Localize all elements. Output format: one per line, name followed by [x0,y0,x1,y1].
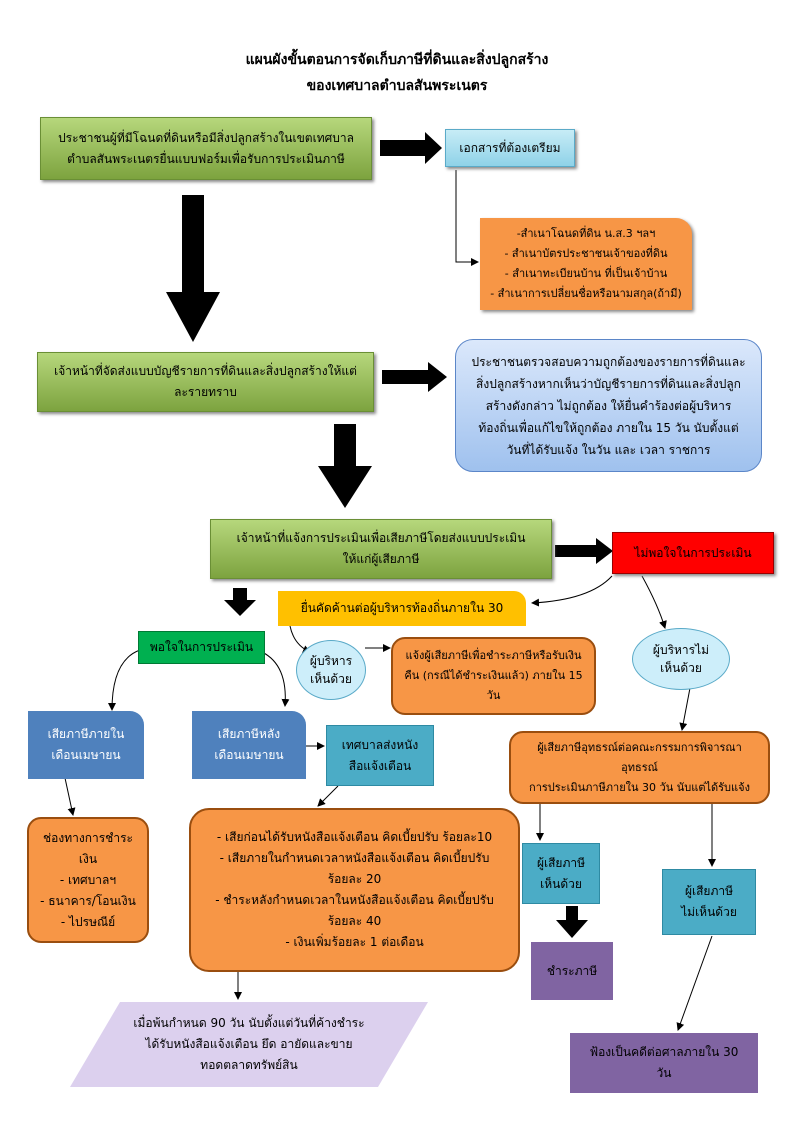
node-notify-refund: แจ้งผู้เสียภาษีเพื่อชำระภาษีหรือรับเงิน … [391,637,596,715]
citizen-check-line2: สิ่งปลูกสร้างหากเห็นว่าบัญชีรายการที่ดิน… [476,376,741,391]
node-documents-header: เอกสารที่ต้องเตรียม [445,129,575,167]
node-municipality-notice: เทศบาลส่งหนัง สือแจ้งเตือน [326,725,434,786]
sue-court-line1: ฟ้องเป็นคดีต่อศาลภายใน 30 [589,1045,739,1059]
payment-channel-bank: - ธนาคาร/โอนเงิน [40,893,136,908]
node-staff-send-list: เจ้าหน้าที่จัดส่งแบบบัญชีรายการที่ดินและ… [37,352,374,412]
exec-agree-line2: เห็นด้วย [310,672,352,686]
node-payment-channels: ช่องทางการชำระเงิน - เทศบาลฯ - ธนาคาร/โอ… [27,817,149,943]
taxpayer-appeal-line2: การประเมินภาษีภายใน 30 วัน นับแต่ได้รับแ… [529,780,750,794]
node-taxpayer-agree: ผู้เสียภาษี เห็นด้วย [522,843,600,904]
payment-channels-title: ช่องทางการชำระเงิน [43,830,133,866]
node-satisfied: พอใจในการประเมิน [138,631,265,664]
citizen-check-line5: วันที่ได้รับแจ้ง ในวัน และ เวลา ราชการ [506,442,711,457]
taxpayer-agree-line1: ผู้เสียภาษี [536,855,586,870]
penalty-line6: - เงินเพิ่มร้อยละ 1 ต่อเดือน [285,935,424,949]
node-pay-in-april: เสียภาษีภายใน เดือนเมษายน [28,711,144,779]
node-start-submit-line2: ตำบลสันพระเนตรยื่นแบบฟอร์มเพื่อรับการประ… [67,151,345,166]
node-documents-list: -สำเนาโฉนดที่ดิน น.ส.3 ฯลฯ - สำเนาบัตรปร… [480,218,692,310]
pay-in-april-line2: เดือนเมษายน [51,748,121,762]
penalty-line2: - เสียภายในกำหนดเวลาหนังสือแจ้งเตือน คิด… [219,851,490,865]
page-subtitle: ของเทศบาลตำบลสันพระเนตร [306,78,488,94]
penalty-line5: ร้อยละ 40 [327,914,382,928]
taxpayer-disagree-line2: ไม่เห็นด้วย [681,905,737,919]
penalty-line3: ร้อยละ 20 [327,872,382,886]
penalty-line4: - ชำระหลังกำหนดเวลาในหนังสือแจ้งเตือน คิ… [215,893,494,907]
node-citizen-check: ประชาชนตรวจสอบความถูกต้องของรายการที่ดิน… [455,339,762,472]
seizure-parallelogram-shape [70,1002,428,1087]
doc-item-3: - สำเนาทะเบียนบ้าน ที่เป็นเจ้าบ้าน [504,267,668,280]
block-arrow-right-1 [380,132,442,164]
block-arrow-right-3 [555,538,613,564]
payment-channel-post: - ไปรษณีย์ [60,914,116,929]
node-exec-disagree: ผู้บริหารไม่ เห็นด้วย [632,628,730,690]
node-staff-send-list-line2: ละรายทราบ [174,385,237,399]
seizure-line2: ได้รับหนังสือแจ้งเตือน ยึด อายัดและขาย [145,1037,353,1051]
seizure-text: เมื่อพ้นกำหนด 90 วัน นับตั้งแต่วันที่ค้า… [70,1002,428,1087]
block-arrow-down-3 [224,588,256,616]
node-staff-notify-line2: ให้แก่ผู้เสียภาษี [342,552,420,566]
doc-item-4: - สำเนาการเปลี่ยนชื่อหรือนามสกุล(ถ้ามี) [490,287,682,300]
doc-item-1: -สำเนาโฉนดที่ดิน น.ส.3 ฯลฯ [516,227,656,240]
sue-court-line2: วัน [656,1066,672,1080]
node-appeal-30: ยื่นคัดค้านต่อผู้บริหารท้องถิ่นภายใน 30 [278,591,526,626]
seizure-line3: ทอดตลาดทรัพย์สิน [200,1058,298,1072]
municipality-notice-line2: สือแจ้งเตือน [348,758,412,773]
node-start-submit-line1: ประชาชนผู้ที่มีโฉนดที่ดินหรือมีสิ่งปลูกส… [58,130,354,145]
node-penalties: - เสียก่อนได้รับหนังสือแจ้งเตือน คิดเบี้… [189,808,520,972]
node-staff-notify: เจ้าหน้าที่แจ้งการประเมินเพื่อเสียภาษีโด… [210,519,552,579]
node-staff-notify-line1: เจ้าหน้าที่แจ้งการประเมินเพื่อเสียภาษีโด… [236,531,526,545]
taxpayer-appeal-line1: ผู้เสียภาษีอุทธรณ์ต่อคณะกรรมการพิจารณาอุ… [537,740,742,774]
citizen-check-line4: ท้องถิ่นเพื่อแก้ไขให้ถูกต้อง ภายใน 15 วั… [478,420,739,435]
block-arrow-right-2 [382,362,447,392]
node-seizure: เมื่อพ้นกำหนด 90 วัน นับตั้งแต่วันที่ค้า… [70,1002,428,1087]
node-pay-after-april: เสียภาษีหลัง เดือนเมษายน [192,711,306,779]
notify-refund-line2: คืน (กรณีได้ชำระเงินแล้ว) ภายใน 15 วัน [404,669,583,702]
node-exec-agree: ผู้บริหาร เห็นด้วย [296,640,366,700]
taxpayer-disagree-line1: ผู้เสียภาษี [684,884,734,898]
seizure-line1: เมื่อพ้นกำหนด 90 วัน นับตั้งแต่วันที่ค้า… [133,1016,365,1030]
doc-item-2: - สำเนาบัตรประชาชนเจ้าของที่ดิน [504,247,668,260]
pay-after-april-line2: เดือนเมษายน [214,748,284,762]
block-arrow-down-1 [166,195,220,342]
exec-agree-line1: ผู้บริหาร [309,654,353,668]
page-title: แผนผังขั้นตอนการจัดเก็บภาษีที่ดินและสิ่ง… [245,52,549,68]
pay-after-april-line1: เสียภาษีหลัง [217,727,281,741]
block-arrow-down-4 [556,906,588,938]
penalty-line1: - เสียก่อนได้รับหนังสือแจ้งเตือน คิดเบี้… [216,830,493,844]
citizen-check-line1: ประชาชนตรวจสอบความถูกต้องของรายการที่ดิน… [471,354,746,369]
node-taxpayer-appeal: ผู้เสียภาษีอุทธรณ์ต่อคณะกรรมการพิจารณาอุ… [509,731,770,804]
payment-channel-municipality: - เทศบาลฯ [59,872,117,887]
node-taxpayer-disagree: ผู้เสียภาษี ไม่เห็นด้วย [662,869,756,935]
node-start-submit: ประชาชนผู้ที่มีโฉนดที่ดินหรือมีสิ่งปลูกส… [40,117,372,180]
block-arrow-down-2 [318,424,372,508]
pay-in-april-line1: เสียภาษีภายใน [47,727,125,741]
municipality-notice-line1: เทศบาลส่งหนัง [341,737,419,752]
notify-refund-line1: แจ้งผู้เสียภาษีเพื่อชำระภาษีหรือรับเงิน [405,649,582,662]
taxpayer-agree-line2: เห็นด้วย [540,876,582,891]
exec-disagree-line2: เห็นด้วย [660,661,702,675]
node-dissatisfied: ไม่พอใจในการประเมิน [612,532,774,574]
node-staff-send-list-line1: เจ้าหน้าที่จัดส่งแบบบัญชีรายการที่ดินและ… [54,364,357,378]
node-sue-court: ฟ้องเป็นคดีต่อศาลภายใน 30 วัน [570,1033,758,1093]
citizen-check-line3: สร้างดังกล่าว ไม่ถูกต้อง ให้ยื่นคำร้องต่… [485,398,732,413]
node-pay-tax: ชำระภาษี [531,942,613,1000]
exec-disagree-line1: ผู้บริหารไม่ [652,643,710,657]
